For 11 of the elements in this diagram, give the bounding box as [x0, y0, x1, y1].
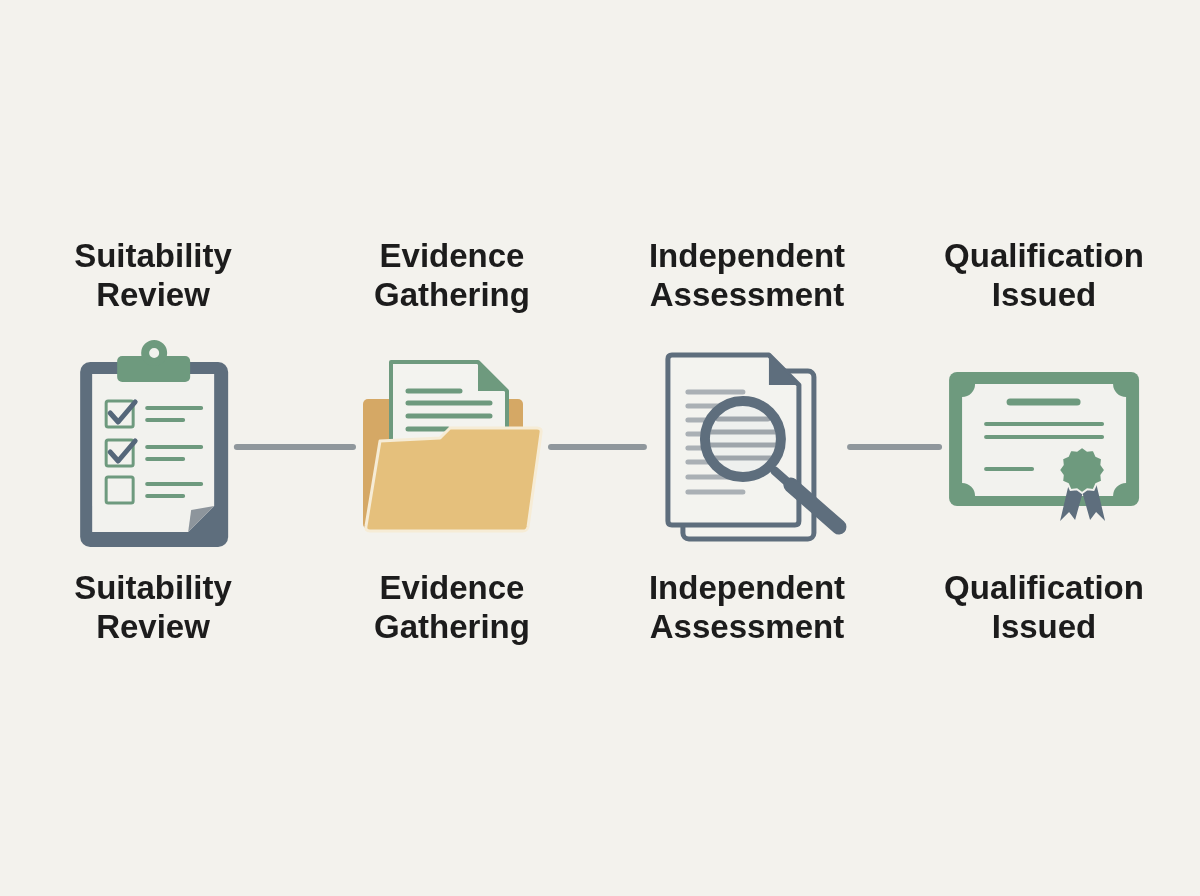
step-title: Evidence Gathering	[374, 236, 530, 314]
step-title: Suitability Review	[74, 236, 232, 314]
connector-line	[233, 444, 356, 450]
step-title: Qualification Issued	[944, 236, 1144, 314]
connector-line	[548, 444, 647, 450]
step-title: Independent Assessment	[648, 236, 846, 314]
step-caption: Evidence Gathering	[374, 568, 530, 646]
connector-line	[847, 444, 943, 450]
step-caption: Independent Assessment	[648, 568, 846, 646]
step-caption: Suitability Review	[74, 568, 232, 646]
step-caption: Qualification Issued	[944, 568, 1144, 646]
